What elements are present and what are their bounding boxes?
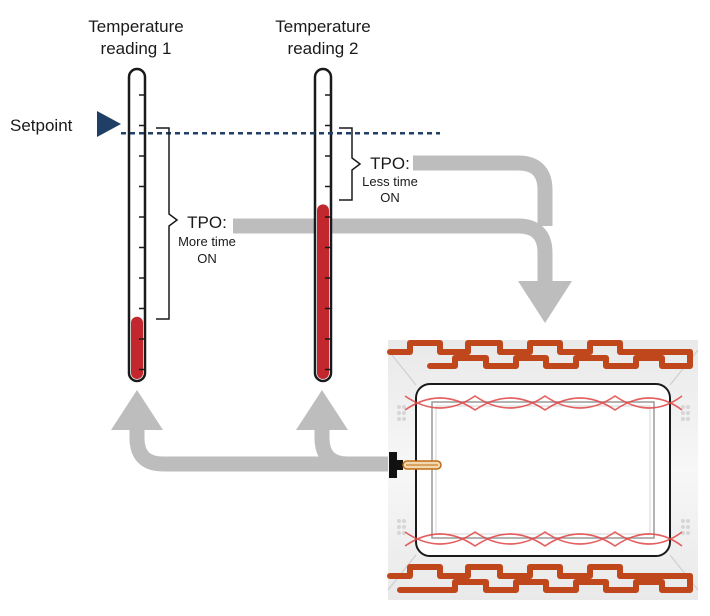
heating-chamber (387, 340, 699, 600)
vent-right-top (681, 405, 690, 421)
tpo-1-title: TPO: (187, 213, 227, 232)
setpoint-marker (97, 111, 121, 137)
tpo-bracket-2 (339, 127, 362, 201)
chamber-inner (431, 401, 655, 539)
thermometer-2-title-line2: reading 2 (288, 39, 359, 58)
tpo-label-2: TPO: Less time ON (362, 154, 418, 205)
thermometer-1: Temperature reading 1 (88, 17, 184, 383)
thermometer-2-ticks (325, 94, 331, 371)
thermometer-2-mercury (317, 204, 329, 379)
thermometer-1-title-line2: reading 1 (101, 39, 172, 58)
setpoint: Setpoint (10, 111, 440, 137)
tpo-2-line2: ON (380, 190, 400, 205)
flow-arrows (129, 155, 553, 472)
thermometer-1-mercury (131, 316, 143, 379)
thermometer-1-title-line1: Temperature (88, 17, 183, 36)
sensor-to-reading-1-arrow (129, 428, 388, 472)
thermometer-2-title-line1: Temperature (275, 17, 370, 36)
reading-2-arrowhead (296, 390, 348, 430)
tpo-1-line2: ON (197, 251, 217, 266)
thermometer-1-tube (127, 67, 147, 383)
heat-waves-top (404, 395, 683, 411)
tpo-bracket-1 (156, 127, 179, 320)
tpo-label-1: TPO: More time ON (178, 213, 236, 266)
heater-arrowhead (518, 281, 572, 323)
temperature-probe (389, 452, 442, 478)
thermometer-2: Temperature reading 2 (275, 17, 371, 383)
thermometer-1-ticks (139, 94, 145, 371)
tpo-1-to-heater-arrow (233, 218, 553, 283)
sensor-to-reading-2-arrow (314, 428, 388, 472)
heater-coil-top (387, 340, 693, 369)
tpo-1-line1: More time (178, 234, 236, 249)
tpo-2-to-heater-arrow (413, 155, 553, 226)
reading-1-arrowhead (111, 390, 163, 430)
tpo-2-line1: Less time (362, 174, 418, 189)
heat-waves-bottom (404, 531, 683, 547)
heater-coil-bottom (387, 564, 693, 593)
setpoint-label: Setpoint (10, 116, 73, 135)
chamber-frame (415, 383, 671, 557)
vent-left-top (397, 405, 406, 421)
tpo-2-title: TPO: (370, 154, 410, 173)
